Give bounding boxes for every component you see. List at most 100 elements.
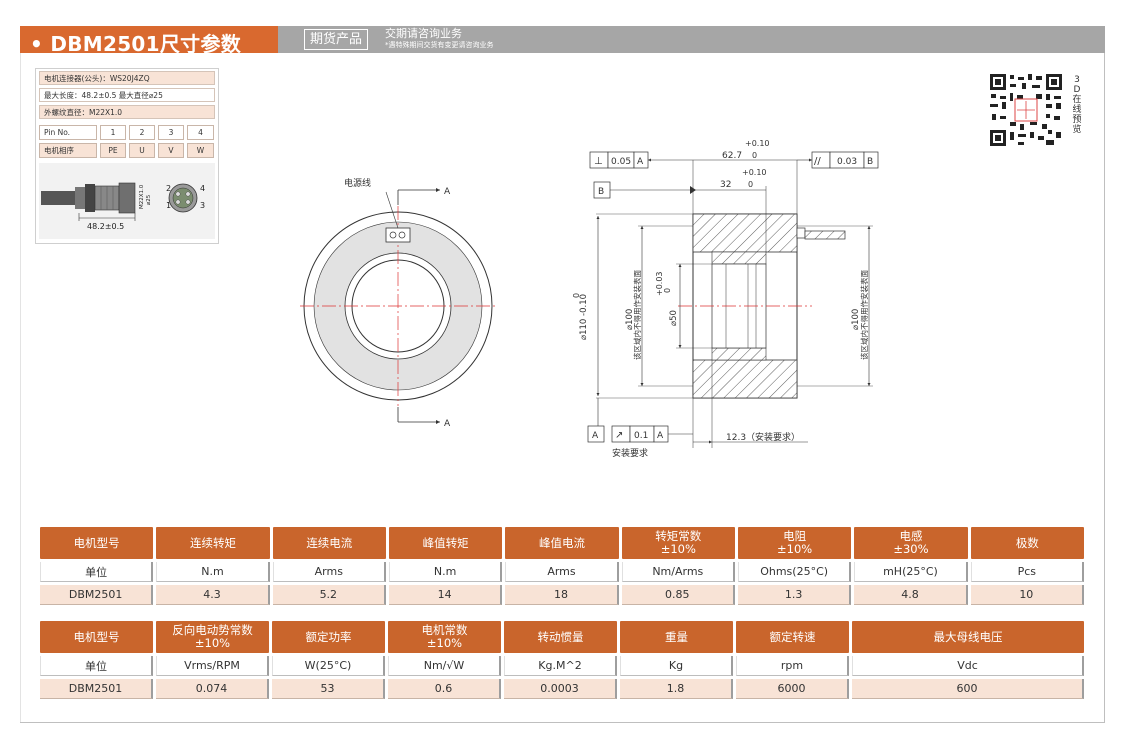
header-cell: 连续电流 [272, 527, 386, 559]
pin-number: 1 [100, 125, 126, 140]
value-cell: 0.074 [156, 679, 269, 699]
header-cell: 重量 [620, 621, 733, 653]
section-label: A [444, 419, 451, 429]
value-cell: 0.6 [388, 679, 501, 699]
header-line: ±30% [893, 542, 929, 556]
value-cell: DBM2501 [40, 585, 154, 605]
header-line: 电机常数 [421, 623, 468, 637]
frame-bottom [20, 722, 1105, 723]
value-cell: 4.3 [156, 585, 270, 605]
table-row: 单位 Vrms/RPM W(25°C) Nm/√W Kg.M^2 Kg rpm … [40, 656, 1084, 676]
dim-dia-50-tol-upper: +0.03 [655, 271, 664, 296]
unit-cell: 单位 [40, 562, 154, 582]
value-cell: 10 [970, 585, 1084, 605]
header-line: 电感 [899, 529, 923, 543]
parameter-table-2: 电机型号 反向电动势常数±10% 额定功率 电机常数±10% 转动惯量 重量 额… [37, 618, 1087, 702]
header-cell: 极数 [970, 527, 1084, 559]
value-cell: 1.8 [620, 679, 733, 699]
dim-dia-100-right: ⌀100 [851, 309, 861, 330]
qr-code[interactable] [988, 72, 1064, 148]
header-cell: 反向电动势常数±10% [156, 621, 269, 653]
unit-cell: 单位 [40, 656, 153, 676]
header-line: ±10% [194, 636, 231, 650]
header-line: ±10% [777, 542, 813, 556]
dim-62-7-tol-upper: +0.10 [745, 139, 770, 148]
unit-cell: Vrms/RPM [156, 656, 269, 676]
table-header-row: 电机型号 反向电动势常数±10% 额定功率 电机常数±10% 转动惯量 重量 额… [40, 621, 1084, 653]
connector-dimensions: 最大长度：48.2±0.5 最大直径⌀25 [39, 88, 215, 102]
dim-32-tol-lower: 0 [748, 180, 753, 189]
value-cell: 5.2 [272, 585, 386, 605]
dim-dia-100-left-note: 该区域内不得用作安装表面 [632, 270, 642, 360]
header-cell: 电机型号 [40, 621, 153, 653]
connector-dia-dim: ⌀25 [146, 194, 152, 205]
connector-thread-dim: M22X1.0 [139, 184, 145, 209]
header-cell: 最大母线电压 [852, 621, 1084, 653]
header-line: 反向电动势常数 [172, 623, 253, 637]
pin-label: 3 [200, 201, 205, 210]
frame-right [1104, 53, 1105, 723]
pin-label: 4 [200, 184, 205, 193]
value-cell: 0.85 [621, 585, 735, 605]
dim-dia-100-left: ⌀100 [625, 309, 635, 330]
pin-label: 1 [166, 201, 171, 210]
perpendicularity-symbol: ⊥ [594, 156, 603, 167]
connector-model: 电机连接器(公头)：WS20J4ZQ [39, 71, 215, 85]
header-cell: 峰值电流 [505, 527, 619, 559]
front-view: 电源线 A A [300, 177, 496, 429]
header-cell: 电机型号 [40, 527, 154, 559]
table-row: 单位 N.m Arms N.m Arms Nm/Arms Ohms(25°C) … [40, 562, 1084, 582]
pin-number: 3 [158, 125, 184, 140]
header-cell: 电机常数±10% [388, 621, 501, 653]
unit-cell: N.m [156, 562, 270, 582]
title-bar: • DBM2501尺寸参数 [20, 26, 278, 56]
datum-a: A [592, 431, 599, 441]
header-cell: 额定功率 [272, 621, 385, 653]
phase-header-label: 电机相序 [39, 143, 97, 158]
unit-cell: Vdc [852, 656, 1084, 676]
frame-left [20, 53, 21, 723]
parallelism-symbol: // [814, 156, 821, 167]
header-cell: 连续转矩 [156, 527, 270, 559]
header-cell: 额定转速 [736, 621, 849, 653]
section-view: ⊥ 0.05 A // 0.03 B 62.7 +0.10 0 B [572, 139, 879, 459]
unit-cell: Kg [620, 656, 733, 676]
table-row: DBM2501 4.3 5.2 14 18 0.85 1.3 4.8 10 [40, 585, 1084, 605]
datum-b: B [598, 187, 604, 197]
connector-spec-box: 电机连接器(公头)：WS20J4ZQ 最大长度：48.2±0.5 最大直径⌀25… [35, 68, 219, 244]
value-cell: 1.3 [737, 585, 852, 605]
value-cell: 600 [852, 679, 1084, 699]
unit-cell: N.m [388, 562, 503, 582]
unit-cell: Arms [505, 562, 619, 582]
header-line: ±10% [426, 636, 463, 650]
dim-32: 32 [720, 180, 731, 190]
perpendicularity-value: 0.05 [611, 157, 631, 167]
dim-dia-100-right-note: 该区域内不得用作安装表面 [859, 270, 869, 360]
header-info-bar: 期货产品 交期请咨询业务 *遇特殊期间交货有变更请咨询业务 [278, 26, 1105, 53]
connector-length-dim: 48.2±0.5 [87, 222, 124, 231]
pin-header-label: Pin No. [39, 125, 97, 140]
connector-diagram: 48.2±0.5 M22X1.0 ⌀25 2 1 4 3 [39, 163, 215, 239]
table-header-row: 电机型号 连续转矩 连续电流 峰值转矩 峰值电流 转矩常数±10% 电阻±10%… [40, 527, 1084, 559]
header-cell: 峰值转矩 [388, 527, 503, 559]
value-cell: 18 [505, 585, 619, 605]
dim-32-tol-upper: +0.10 [742, 168, 767, 177]
value-cell: 4.8 [854, 585, 968, 605]
unit-cell: Kg.M^2 [504, 656, 617, 676]
header-cell: 转矩常数±10% [621, 527, 735, 559]
phase-value: V [158, 143, 184, 158]
header-cell: 电阻±10% [737, 527, 852, 559]
value-cell: 0.0003 [504, 679, 617, 699]
value-cell: 6000 [736, 679, 849, 699]
lead-time-subnote: *遇特殊期间交货有变更请咨询业务 [385, 41, 494, 49]
futures-badge: 期货产品 [304, 29, 369, 50]
unit-cell: W(25°C) [272, 656, 385, 676]
connector-thread: 外螺纹直径：M22X1.0 [39, 105, 215, 119]
parallelism-value: 0.03 [837, 157, 857, 167]
runout-datum: A [657, 431, 664, 441]
header-cell: 转动惯量 [504, 621, 617, 653]
technical-drawing: 电源线 A A [300, 139, 879, 459]
dim-dia-50-tol-lower: 0 [663, 288, 672, 293]
pin-label: 2 [166, 184, 171, 193]
